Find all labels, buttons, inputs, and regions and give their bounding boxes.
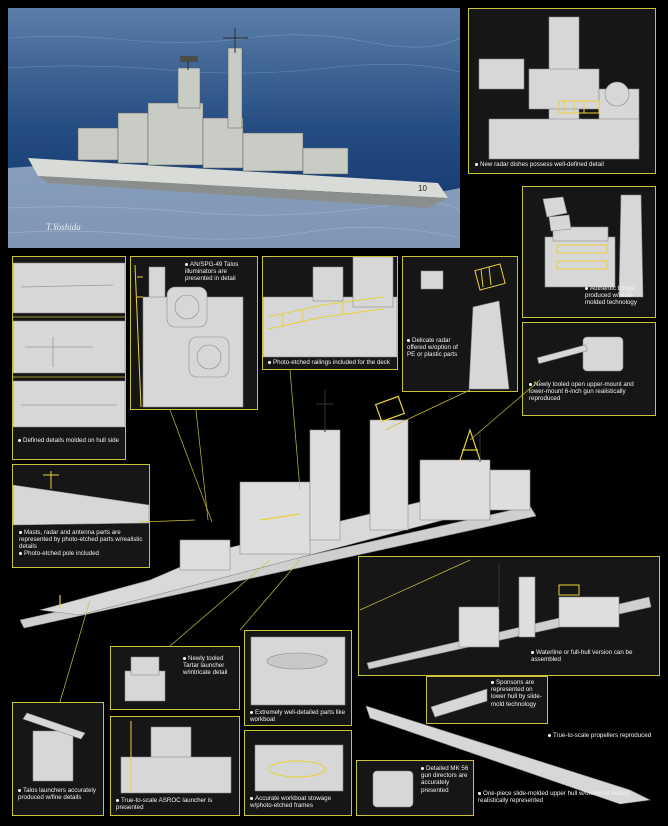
- caption-bridge: Authentic bridge produced w/slide-molded…: [585, 285, 637, 307]
- caption-workboat-stowage: Accurate workboat stowage w/photo-etched…: [250, 795, 332, 810]
- panel-talos-launchers: Talos launchers accurately produced w/fi…: [12, 702, 104, 816]
- panel-radar-dishes: New radar dishes possess well-defined de…: [468, 8, 656, 174]
- caption-tartar: Newly tooled Tartar launcher w/intricate…: [183, 655, 228, 677]
- caption-masts: Masts, radar and antenna parts are repre…: [19, 529, 143, 551]
- panel-hull-side: Defined details molded on hull side: [12, 256, 126, 460]
- artist-signature: T.Yoshida: [46, 222, 81, 232]
- panel-waterline: Waterline or full-hull version can be as…: [358, 556, 660, 676]
- caption-propellers: True-to-scale propellers reproduced: [548, 732, 658, 739]
- caption-upper-hull: One-piece slide-molded upper hull w/unde…: [478, 790, 629, 805]
- box-art-painting: 10 T.Yoshida: [8, 8, 460, 248]
- panel-bridge: Authentic bridge produced w/slide-molded…: [522, 186, 656, 318]
- panel-masts: Masts, radar and antenna parts are repre…: [12, 464, 150, 568]
- caption-radar-dishes: New radar dishes possess well-defined de…: [475, 161, 651, 168]
- panel-sponsons: Sponsons are represented on lower hull b…: [426, 676, 548, 724]
- caption-delicate-radar: Delicate radar offered w/option of PE or…: [407, 337, 458, 359]
- panel-tartar: Newly tooled Tartar launcher w/intricate…: [110, 646, 240, 710]
- panel-talos-illuminators: AN/SPG-49 Talos illuminators are present…: [130, 256, 258, 410]
- panel-gun: Newly tooled open upper-mount and lower-…: [522, 322, 656, 416]
- caption-talos-illuminators: AN/SPG-49 Talos illuminators are present…: [185, 261, 239, 283]
- caption-gun: Newly tooled open upper-mount and lower-…: [529, 381, 634, 403]
- panel-mk56: Detailed MK 56 gun directors are accurat…: [356, 760, 474, 816]
- panel-asroc: True-to-scale ASROC launcher is presente…: [110, 716, 240, 816]
- caption-mk56: Detailed MK 56 gun directors are accurat…: [421, 765, 469, 794]
- hull-number: 10: [418, 184, 427, 193]
- caption-talos-launchers: Talos launchers accurately produced w/fi…: [18, 787, 96, 802]
- caption-hull-side: Defined details molded on hull side: [18, 437, 122, 444]
- panel-workboat-stowage: Accurate workboat stowage w/photo-etched…: [244, 730, 352, 816]
- caption-workboat-parts: Extremely well-detailed parts like workb…: [250, 709, 346, 724]
- caption-pole: Photo-etched pole included: [19, 550, 145, 557]
- caption-railings: Photo-etched railings included for the d…: [268, 359, 394, 366]
- caption-asroc: True-to-scale ASROC launcher is presente…: [116, 797, 213, 812]
- panel-workboat-parts: Extremely well-detailed parts like workb…: [244, 630, 352, 726]
- panel-railings: Photo-etched railings included for the d…: [262, 256, 398, 370]
- caption-sponsons: Sponsons are represented on lower hull b…: [491, 679, 542, 708]
- panel-delicate-radar: Delicate radar offered w/option of PE or…: [402, 256, 518, 392]
- lower-hull-render: [360, 700, 660, 810]
- caption-waterline: Waterline or full-hull version can be as…: [531, 649, 633, 664]
